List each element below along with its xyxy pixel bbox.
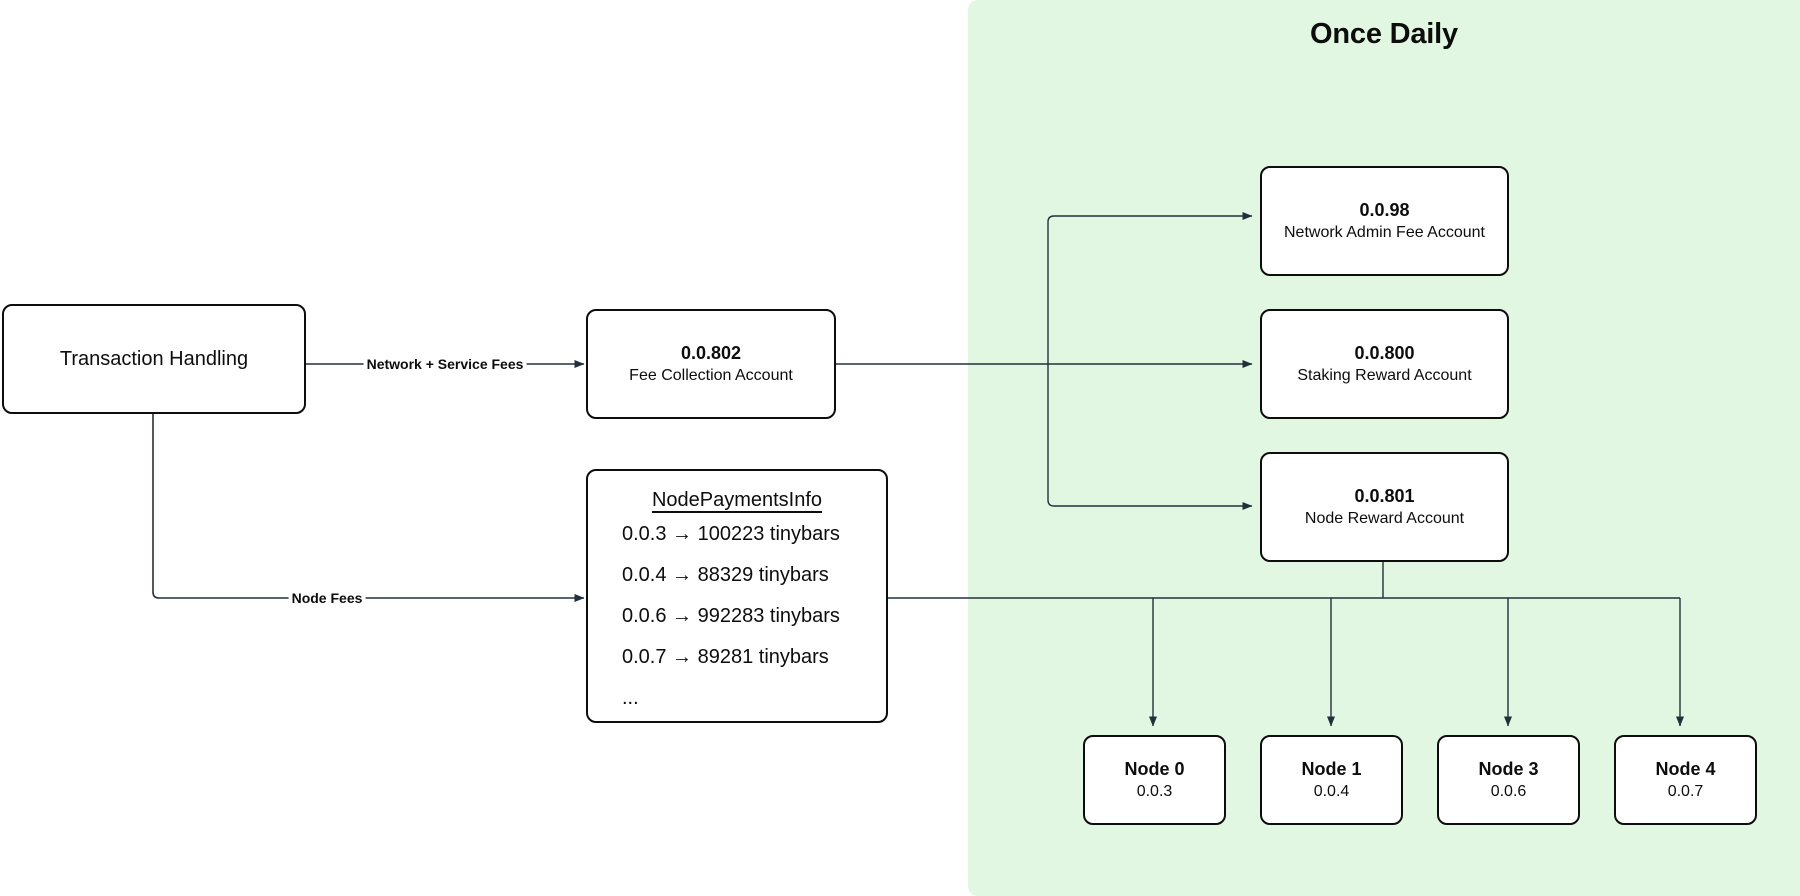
node-payment-entry: 0.0.4 → 88329 tinybars [622, 564, 829, 586]
account-box-0-0-800[interactable]: 0.0.800 Staking Reward Account [1260, 309, 1509, 419]
node-payments-info-heading: NodePaymentsInfo [651, 489, 823, 511]
node-account-node-3: 0.0.6 [1490, 783, 1527, 801]
transaction-handling-label: Transaction Handling [59, 347, 249, 370]
edge-label-node-fees: Node Fees [288, 590, 366, 606]
edge-label-network-service-fees: Network + Service Fees [363, 356, 527, 372]
node-box-node-0[interactable]: Node 0 0.0.3 [1083, 735, 1226, 825]
node-box-node-3[interactable]: Node 3 0.0.6 [1437, 735, 1580, 825]
node-payments-info-box[interactable]: NodePaymentsInfo 0.0.3 → 100223 tinybars… [586, 469, 888, 723]
node-payment-entry: 0.0.7 → 89281 tinybars [622, 646, 829, 668]
node-name-node-3: Node 3 [1478, 759, 1539, 780]
account-id-0-0-98: 0.0.98 [1359, 200, 1410, 221]
node-payment-entry-ellipsis: ... [622, 687, 639, 709]
account-box-0-0-802[interactable]: 0.0.802 Fee Collection Account [586, 309, 836, 419]
node-name-node-1: Node 1 [1301, 759, 1362, 780]
page-title: Once Daily [1310, 18, 1458, 50]
account-box-0-0-98[interactable]: 0.0.98 Network Admin Fee Account [1260, 166, 1509, 276]
account-name-0-0-802: Fee Collection Account [629, 367, 793, 385]
node-box-node-1[interactable]: Node 1 0.0.4 [1260, 735, 1403, 825]
node-account-node-0: 0.0.3 [1136, 783, 1173, 801]
node-account-node-4: 0.0.7 [1667, 783, 1704, 801]
edge-handling-to-nodepayments [152, 414, 585, 602]
account-name-0-0-801: Node Reward Account [1304, 510, 1465, 528]
account-box-0-0-801[interactable]: 0.0.801 Node Reward Account [1260, 452, 1509, 562]
account-id-0-0-801: 0.0.801 [1354, 486, 1415, 507]
node-name-node-0: Node 0 [1124, 759, 1185, 780]
node-name-node-4: Node 4 [1655, 759, 1716, 780]
account-id-0-0-800: 0.0.800 [1354, 343, 1415, 364]
node-payment-entry: 0.0.3 → 100223 tinybars [622, 523, 840, 545]
transaction-handling-box[interactable]: Transaction Handling [2, 304, 306, 414]
account-name-0-0-98: Network Admin Fee Account [1284, 224, 1485, 242]
account-id-0-0-802: 0.0.802 [680, 343, 742, 364]
node-account-node-1: 0.0.4 [1313, 783, 1350, 801]
account-name-0-0-800: Staking Reward Account [1297, 367, 1472, 385]
node-payment-entry: 0.0.6 → 992283 tinybars [622, 605, 840, 627]
node-box-node-4[interactable]: Node 4 0.0.7 [1614, 735, 1757, 825]
